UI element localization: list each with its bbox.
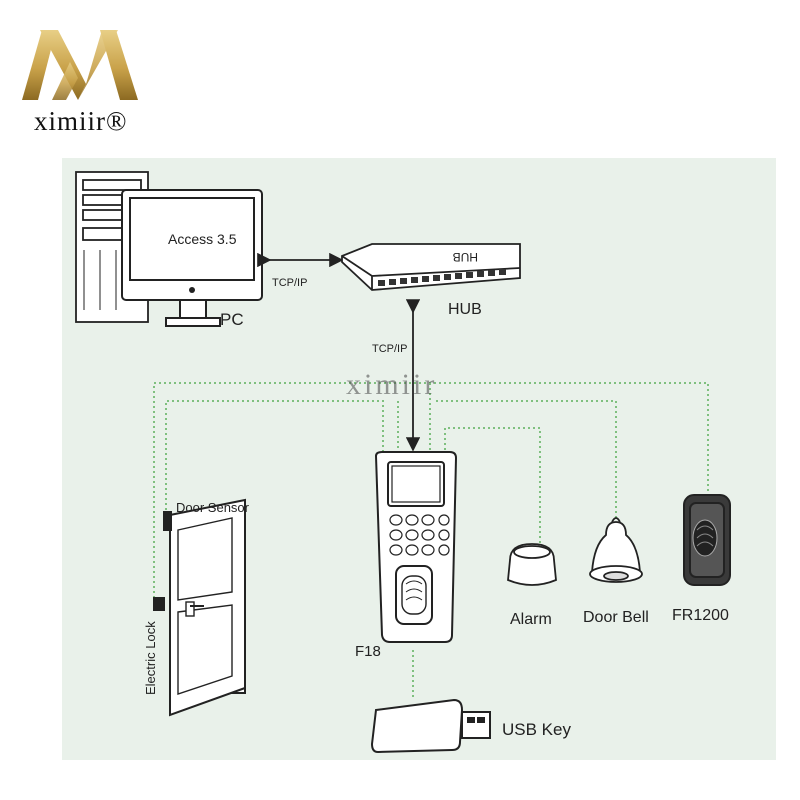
watermark-text: ximiir (346, 368, 438, 401)
alarm-device (507, 543, 557, 586)
usb-key-label: USB Key (502, 720, 571, 739)
wiring-lines (153, 382, 709, 700)
wire-alarm (444, 427, 541, 545)
pc-screen-text: Access 3.5 (168, 231, 237, 247)
fr1200-label: FR1200 (672, 607, 729, 624)
door (153, 498, 246, 717)
f18-terminal (374, 451, 458, 643)
fr1200-reader (683, 494, 731, 586)
f18-label: F18 (355, 643, 381, 660)
wire-doorbell (436, 400, 617, 520)
door-bell-device (589, 517, 643, 583)
pc-monitor (121, 189, 263, 327)
pc-hub-connection-label: TCP/IP (272, 277, 307, 289)
alarm-label: Alarm (510, 611, 552, 628)
door-sensor-label: Door Sensor (176, 500, 250, 515)
hub-device-text: HUB (453, 250, 478, 264)
hub-label: HUB (448, 301, 482, 318)
hub-f18-connection-label: TCP/IP (372, 343, 407, 355)
electric-lock-label: Electric Lock (143, 621, 158, 695)
pc-label: PC (220, 310, 244, 329)
door-bell-label: Door Bell (583, 609, 649, 626)
wire-door-sensor (165, 400, 384, 510)
brand-logo (22, 30, 138, 100)
usb-key (370, 698, 491, 754)
hub-device (341, 243, 521, 291)
brand-logo-text: ximiir® (34, 106, 128, 136)
